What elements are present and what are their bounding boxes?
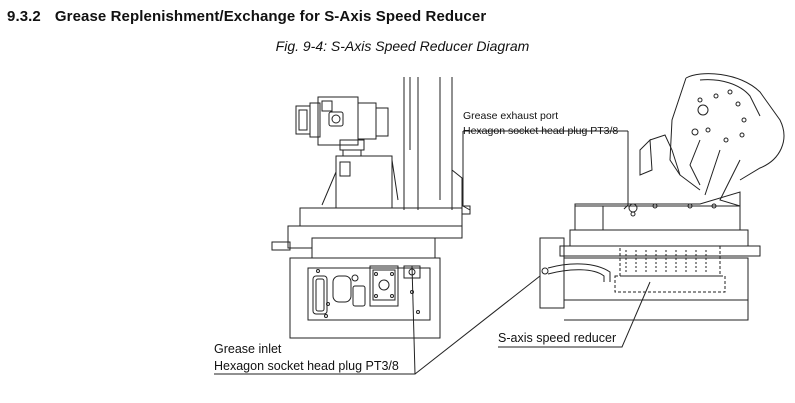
section-heading: 9.3.2 Grease Replenishment/Exchange for S… <box>7 8 486 25</box>
callout-leaders <box>214 130 651 375</box>
section-number: 9.3.2 <box>7 8 41 25</box>
exhaust-callout-line2: Hexagon socket head plug PT3/8 <box>463 125 619 137</box>
inlet-callout-line1: Grease inlet <box>214 342 282 356</box>
figure-caption: Fig. 9-4: S-Axis Speed Reducer Diagram <box>275 38 530 54</box>
reducer-callout-line1: S-axis speed reducer <box>498 331 617 345</box>
section-title: Grease Replenishment/Exchange for S-Axis… <box>54 8 487 25</box>
front-view-robot-base <box>271 77 471 339</box>
side-view-robot-base <box>539 73 785 321</box>
inlet-callout-line2: Hexagon socket head plug PT3/8 <box>214 359 399 373</box>
exhaust-callout-line1: Grease exhaust port <box>463 110 559 122</box>
